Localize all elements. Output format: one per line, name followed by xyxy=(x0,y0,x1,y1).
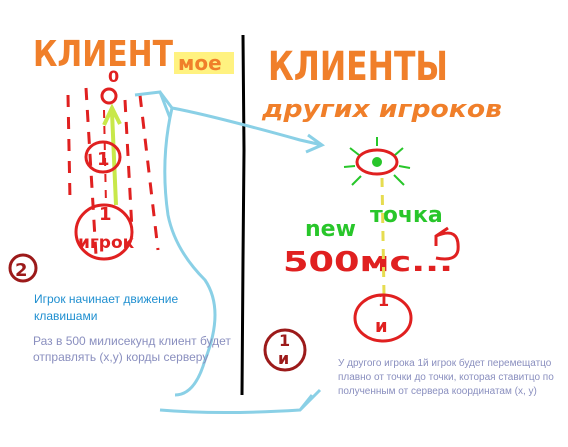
blue-connector-bottom xyxy=(159,388,322,414)
left-title: КЛИЕНТ xyxy=(33,34,173,75)
right-note: У другого игрока 1й игрок будет перемеща… xyxy=(338,358,554,397)
divider-line xyxy=(240,34,246,396)
left-mid-circle-label: 1 xyxy=(97,149,110,170)
right-refresh-arrow xyxy=(434,226,460,261)
blue-connector-top xyxy=(134,90,174,119)
left-green-arrow xyxy=(102,103,122,206)
left-badge xyxy=(8,253,38,283)
left-dash-line-4 xyxy=(138,94,160,251)
right-badge-number: 1 xyxy=(279,331,290,350)
left-title-suffix-highlight xyxy=(174,52,234,74)
left-dash-line-3 xyxy=(123,99,134,231)
left-dash-line-2 xyxy=(84,87,98,256)
left-badge-number: 2 xyxy=(15,260,28,281)
right-new-point xyxy=(355,148,399,176)
left-dash-line-1 xyxy=(66,94,72,201)
left-bottom-circle-label: игрок xyxy=(78,233,135,253)
left-top-point-label: 0 xyxy=(108,67,119,86)
right-bottom-circle-number: 1 xyxy=(378,291,389,310)
right-new-point-core xyxy=(372,157,382,167)
right-subtitle: других игроков xyxy=(261,95,502,123)
right-bottom-circle-label: и xyxy=(375,316,388,337)
left-note-primary: Игрок начинает движение клавишами xyxy=(34,292,179,323)
left-top-point xyxy=(100,87,118,105)
right-yellow-dash xyxy=(380,177,386,296)
blue-connector-to-right xyxy=(171,106,326,154)
left-mid-circle xyxy=(84,140,122,174)
blue-connector-down xyxy=(163,107,217,397)
right-timing-label: 500мс... xyxy=(283,245,453,278)
left-note-secondary: Раз в 500 милисекунд клиент будет отправ… xyxy=(33,334,231,364)
right-new-point-rays xyxy=(343,137,411,186)
left-title-suffix: мое xyxy=(178,51,222,75)
right-badge-label: и xyxy=(278,349,289,368)
right-new-label: new xyxy=(305,217,356,242)
right-point-label: точка xyxy=(370,203,443,228)
left-bottom-circle-number: 1 xyxy=(99,204,112,225)
right-title: КЛИЕНТЫ xyxy=(268,44,448,90)
right-badge xyxy=(263,328,307,372)
left-bottom-circle xyxy=(74,203,134,261)
right-bottom-circle xyxy=(353,293,413,343)
